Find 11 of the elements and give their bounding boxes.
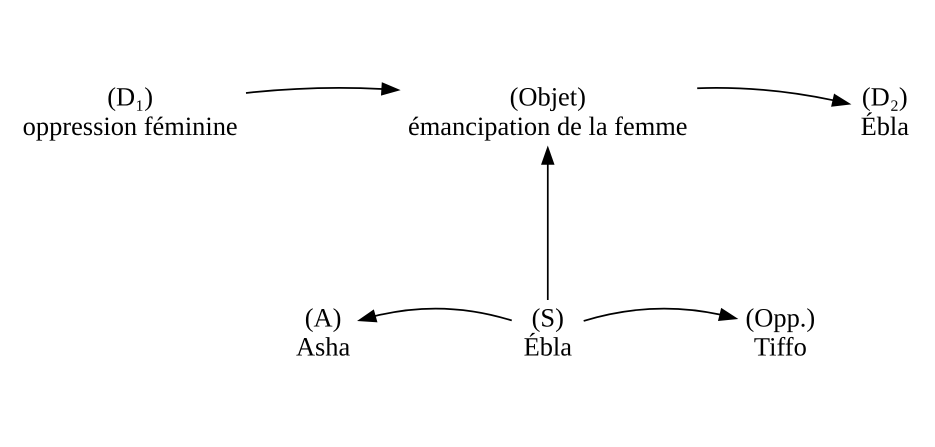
node-text: (A) Asha (296, 302, 350, 361)
arrow (697, 86, 852, 106)
arrow (246, 82, 401, 96)
node-text: (D₂) Ébla (860, 81, 909, 140)
arrow (541, 144, 555, 300)
arrow (357, 307, 512, 322)
node-text: (Opp.) Tiffo (746, 302, 816, 361)
node-text: (S) Ébla (524, 302, 572, 361)
node-text: (Objet) émancipation de la femme (408, 81, 688, 140)
node-text: (D₁) oppression féminine (22, 81, 238, 140)
arrow (583, 307, 738, 322)
